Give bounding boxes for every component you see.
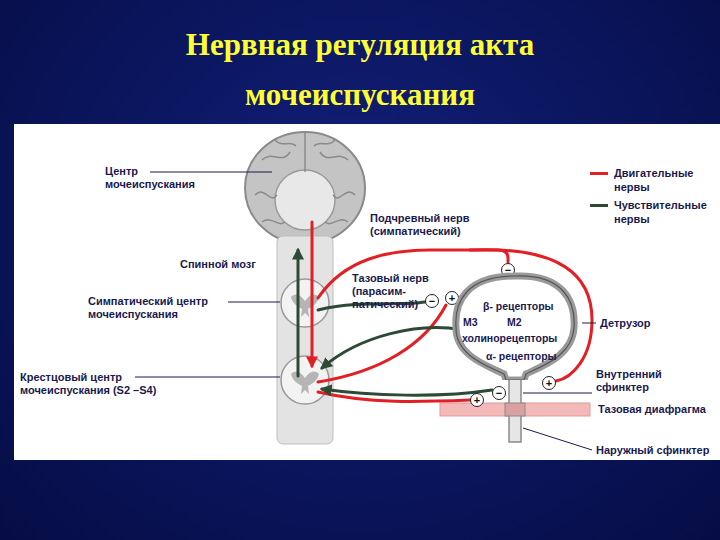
receptor-label: α- рецепторы: [486, 350, 557, 363]
spinal-cord: [277, 236, 333, 444]
pelvic-diaphragm: [440, 403, 590, 416]
sign-symbol: −: [492, 386, 506, 400]
part-label: Детрузор: [600, 317, 690, 330]
receptor-label: холинорецепторы: [462, 332, 557, 345]
slide-title: Нервная регуляция акта мочеиспускания: [80, 20, 640, 120]
brain: [245, 132, 365, 244]
part-label: Наружный сфинктер: [596, 444, 714, 457]
sign-symbol: −: [425, 294, 439, 308]
motor-nerves: [318, 305, 446, 382]
urethra: [505, 372, 525, 442]
part-label: Крестцовый центр мочеиспускания (S2 –S4): [20, 371, 185, 397]
legend-swatch: [590, 204, 608, 207]
part-label: Внутренний сфинктер: [596, 368, 696, 394]
spinal-segment: [291, 294, 319, 317]
sign-symbol: +: [542, 376, 556, 390]
leader-lines: [228, 302, 280, 303]
leader-lines: [135, 377, 280, 378]
white-panel: [14, 124, 720, 460]
leader-lines: [150, 172, 272, 173]
leader-lines: [135, 172, 596, 450]
sign-symbol: +: [470, 393, 484, 407]
part-label: Центр мочеиспускания: [105, 165, 215, 191]
urethra: [505, 403, 525, 416]
receptor-label: M3: [463, 316, 478, 329]
part-label: Симпатический центр мочеиспускания: [88, 295, 223, 321]
brain: [275, 170, 335, 230]
leader-lines: [582, 323, 596, 324]
legend-text: Двигательные нервы: [614, 166, 714, 194]
receptor-label: β- рецепторы: [483, 300, 554, 313]
spinal-segment: [281, 279, 329, 327]
spinal-segment: [291, 371, 319, 394]
sensory-nerves: [322, 389, 492, 395]
legend-row: Чувствительные нервы: [590, 198, 714, 226]
part-label: Спинной мозг: [180, 258, 280, 271]
spinal-segment: [281, 279, 329, 404]
motor-nerves: [312, 222, 592, 402]
legend-text: Чувствительные нервы: [614, 198, 714, 226]
pelvic-diaphragm: [440, 403, 590, 416]
bladder-wall: [456, 276, 574, 380]
sensory-nerves: [297, 250, 300, 376]
legend-swatch: [590, 172, 608, 175]
receptor-label: M2: [507, 316, 522, 329]
bladder: β- рецепторыM3 M2 холинорецепторы α- рецепт…: [450, 270, 580, 380]
bladder-wall: [456, 276, 574, 380]
legend-row: Двигательные нервы: [590, 166, 714, 194]
sensory-nerves: [322, 328, 462, 368]
brain: [245, 132, 365, 244]
brain: [255, 133, 355, 224]
part-label: Тазовая диафрагма: [598, 403, 716, 416]
leader-lines: [523, 428, 592, 450]
nerve-label: Подчревный нерв (симпатический): [370, 212, 490, 238]
leader-lines: [523, 393, 592, 394]
motor-nerves: [311, 222, 314, 366]
